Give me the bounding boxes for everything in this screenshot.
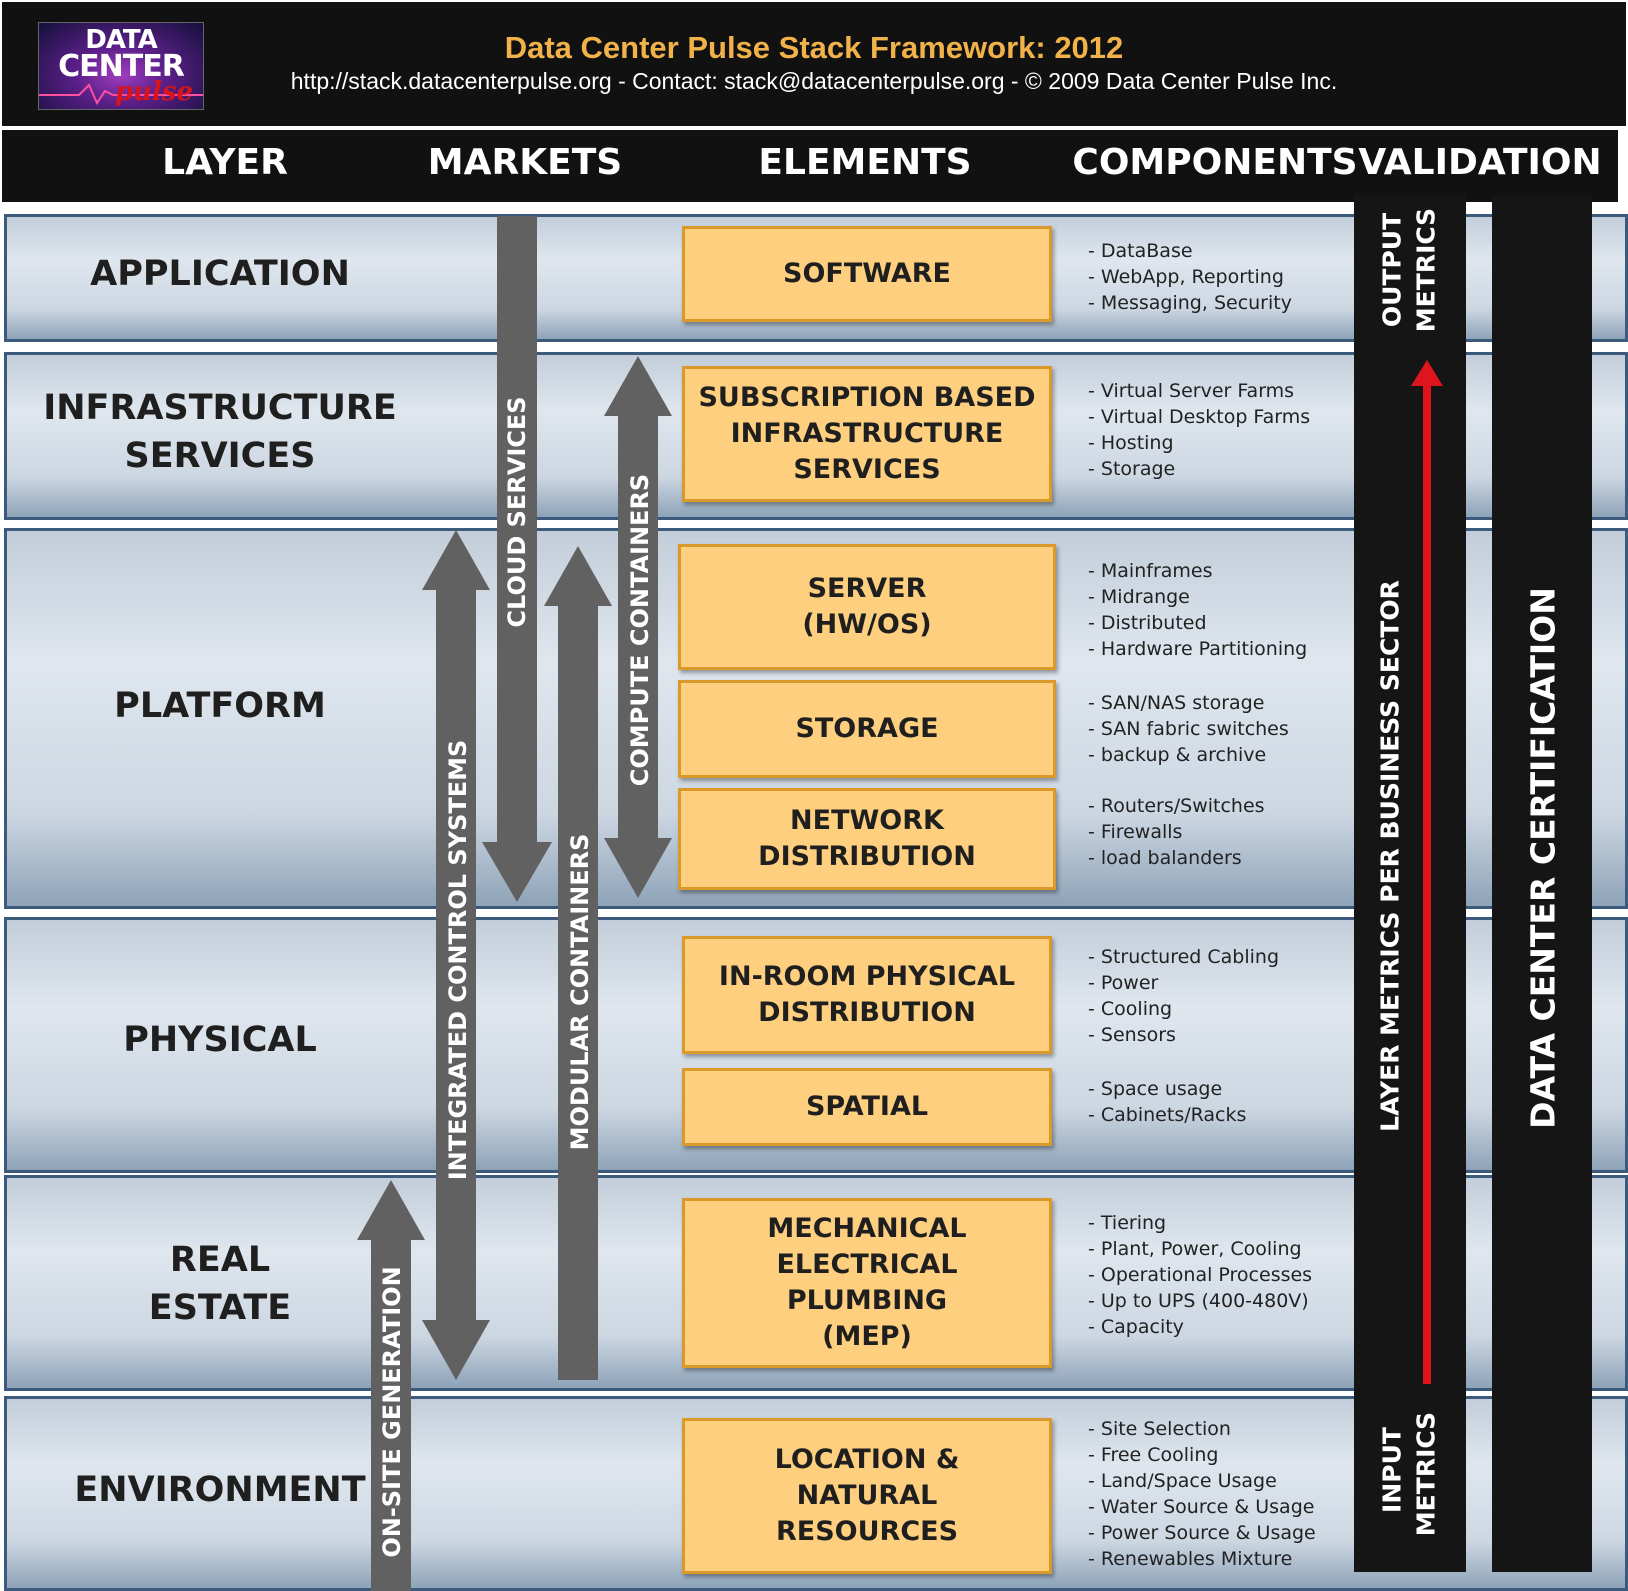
label-output-metrics: METRICS — [1411, 207, 1441, 333]
layer-name-environment: ENVIRONMENT — [74, 1470, 366, 1510]
element-spatial: SPATIAL — [682, 1068, 1052, 1146]
layer-name-application: APPLICATION — [90, 254, 350, 294]
element-server: SERVER (HW/OS) — [678, 544, 1056, 670]
compute-containers-arrow — [604, 356, 672, 898]
column-header-layer: LAYER — [162, 142, 288, 183]
label-output: OUTPUT — [1377, 212, 1407, 328]
modular-containers-arrow — [544, 546, 612, 1380]
component-list-location: - Site Selection - Free Cooling - Land/S… — [1088, 1416, 1316, 1572]
validation-metrics-strip — [1354, 195, 1466, 1572]
component-item: - Mainframes — [1088, 560, 1213, 582]
layer-name-physical: PHYSICAL — [123, 1020, 317, 1060]
component-item: - Space usage — [1088, 1078, 1223, 1100]
on-site-generation-arrow — [357, 1180, 425, 1591]
component-list-server: - Mainframes - Midrange - Distributed - … — [1088, 558, 1307, 662]
logo-text-pulse: pulse — [114, 77, 193, 107]
component-item: - Storage — [1088, 458, 1176, 480]
page-subtitle: http://stack.datacenterpulse.org - Conta… — [290, 68, 1338, 94]
component-item: - Capacity — [1088, 1316, 1184, 1338]
component-item: - Structured Cabling — [1088, 946, 1280, 968]
component-item: - Up to UPS (400-480V) — [1088, 1290, 1309, 1312]
logo-text-center: CENTER — [58, 49, 185, 84]
component-item: - Power — [1088, 972, 1159, 994]
component-item: - Midrange — [1088, 586, 1190, 608]
element-mep: MECHANICAL ELECTRICAL PLUMBING (MEP) — [682, 1198, 1052, 1368]
component-item: - Free Cooling — [1088, 1444, 1219, 1466]
layer-name-platform: PLATFORM — [114, 686, 326, 726]
column-header-components: COMPONENTS — [1072, 142, 1358, 183]
label-data-center-certification: DATA CENTER CERTIFICATION — [1523, 587, 1563, 1129]
element-location-natural-resources: LOCATION & NATURAL RESOURCES — [682, 1418, 1052, 1574]
column-header-bar — [2, 130, 1618, 202]
cloud-services-arrow — [482, 216, 552, 902]
component-item: - Distributed — [1088, 612, 1207, 634]
layer-name-infrastructure-services: INFRASTRUCTURE SERVICES — [43, 388, 397, 476]
component-item: - Power Source & Usage — [1088, 1522, 1316, 1544]
component-list-network: - Routers/Switches - Firewalls - load ba… — [1088, 793, 1265, 871]
element-subscription-infrastructure: SUBSCRIPTION BASED INFRASTRUCTURE SERVIC… — [682, 366, 1052, 502]
component-item: - Cooling — [1088, 998, 1173, 1020]
component-item: - Hosting — [1088, 432, 1174, 454]
component-list-subscription-infrastructure: - Virtual Server Farms - Virtual Desktop… — [1088, 378, 1310, 482]
component-item: - Land/Space Usage — [1088, 1470, 1277, 1492]
component-item: - backup & archive — [1088, 744, 1267, 766]
component-item: - Routers/Switches — [1088, 795, 1265, 817]
component-item: - Tiering — [1088, 1212, 1167, 1234]
component-item: - Operational Processes — [1088, 1264, 1313, 1286]
component-list-mep: - Tiering - Plant, Power, Cooling - Oper… — [1088, 1210, 1312, 1340]
label-layer-metrics: LAYER METRICS PER BUSINESS SECTOR — [1375, 580, 1405, 1132]
element-in-room-physical-distribution: IN-ROOM PHYSICAL DISTRIBUTION — [682, 936, 1052, 1054]
data-center-pulse-logo: DATA CENTER pulse — [38, 22, 204, 110]
label-input: INPUT — [1377, 1427, 1407, 1513]
validation-certification-strip — [1492, 195, 1592, 1572]
component-item: - Water Source & Usage — [1088, 1496, 1315, 1518]
element-storage: STORAGE — [678, 680, 1056, 778]
header-bar: DATA CENTER pulse Data Center Pulse Stac… — [2, 2, 1626, 126]
component-item: - Firewalls — [1088, 821, 1183, 843]
component-item: - SAN/NAS storage — [1088, 692, 1265, 714]
logo-text-data: DATA — [85, 25, 158, 55]
label-input-metrics: METRICS — [1411, 1411, 1441, 1537]
component-item: - Messaging, Security — [1088, 292, 1292, 314]
component-list-storage: - SAN/NAS storage - SAN fabric switches … — [1088, 690, 1289, 768]
integrated-control-systems-arrow — [422, 530, 490, 1380]
element-software: SOFTWARE — [682, 226, 1052, 322]
component-item: - WebApp, Reporting — [1088, 266, 1284, 288]
component-item: - Site Selection — [1088, 1418, 1231, 1440]
component-list-in-room-physical: - Structured Cabling - Power - Cooling -… — [1088, 944, 1279, 1048]
component-item: - Hardware Partitioning — [1088, 638, 1308, 660]
metrics-arrow-shaft — [1423, 378, 1431, 1384]
component-list-software: - DataBase - WebApp, Reporting - Messagi… — [1088, 238, 1292, 316]
component-item: - SAN fabric switches — [1088, 718, 1289, 740]
pulse-line-icon — [39, 83, 203, 105]
component-item: - Plant, Power, Cooling — [1088, 1238, 1302, 1260]
component-item: - Renewables Mixture — [1088, 1548, 1293, 1570]
layer-name-real-estate: REAL ESTATE — [148, 1240, 292, 1328]
element-network-distribution: NETWORK DISTRIBUTION — [678, 788, 1056, 890]
component-item: - Virtual Server Farms — [1088, 380, 1295, 402]
column-header-validation: VALIDATION — [1358, 142, 1602, 183]
component-list-spatial: - Space usage - Cabinets/Racks — [1088, 1076, 1246, 1128]
page-title: Data Center Pulse Stack Framework: 2012 — [504, 30, 1124, 65]
component-item: - DataBase — [1088, 240, 1193, 262]
column-header-elements: ELEMENTS — [758, 142, 972, 183]
component-item: - Cabinets/Racks — [1088, 1104, 1247, 1126]
metrics-arrow-head — [1411, 360, 1443, 386]
component-item: - Virtual Desktop Farms — [1088, 406, 1311, 428]
column-header-markets: MARKETS — [427, 142, 623, 183]
component-item: - Sensors — [1088, 1024, 1176, 1046]
component-item: - load balanders — [1088, 847, 1242, 869]
